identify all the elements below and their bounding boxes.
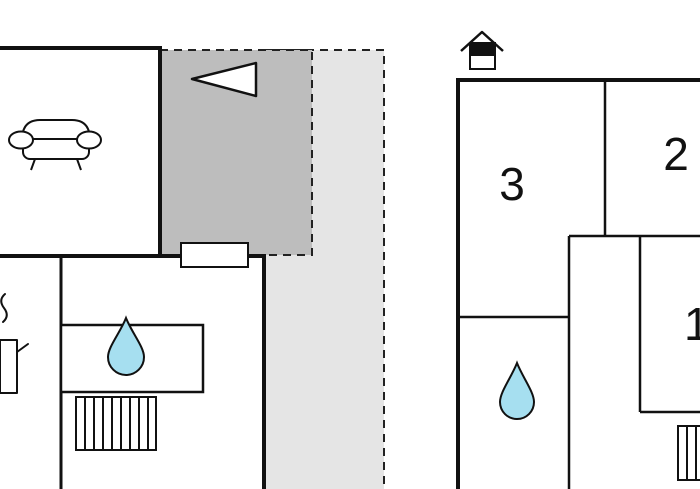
upper-floor-house-icon: [460, 30, 504, 70]
upper-partitions: [458, 80, 700, 489]
entrance-arrow-icon: [190, 61, 258, 98]
entrance-door: [180, 242, 249, 268]
sofa-icon: [8, 119, 102, 171]
upper-floor-plan: 3 2 1: [456, 30, 700, 489]
radiator-icon: [677, 425, 700, 481]
room-number-1: 1: [684, 298, 700, 350]
teapot-icon: [0, 293, 29, 394]
upper-outer-wall: [456, 78, 700, 489]
room-number-3: 3: [499, 158, 525, 210]
radiator-icon: [75, 396, 157, 451]
room-number-2: 2: [663, 128, 689, 180]
ground-floor-plan: [0, 46, 385, 489]
water-drop-icon: [498, 360, 536, 420]
water-drop-icon: [106, 315, 146, 376]
